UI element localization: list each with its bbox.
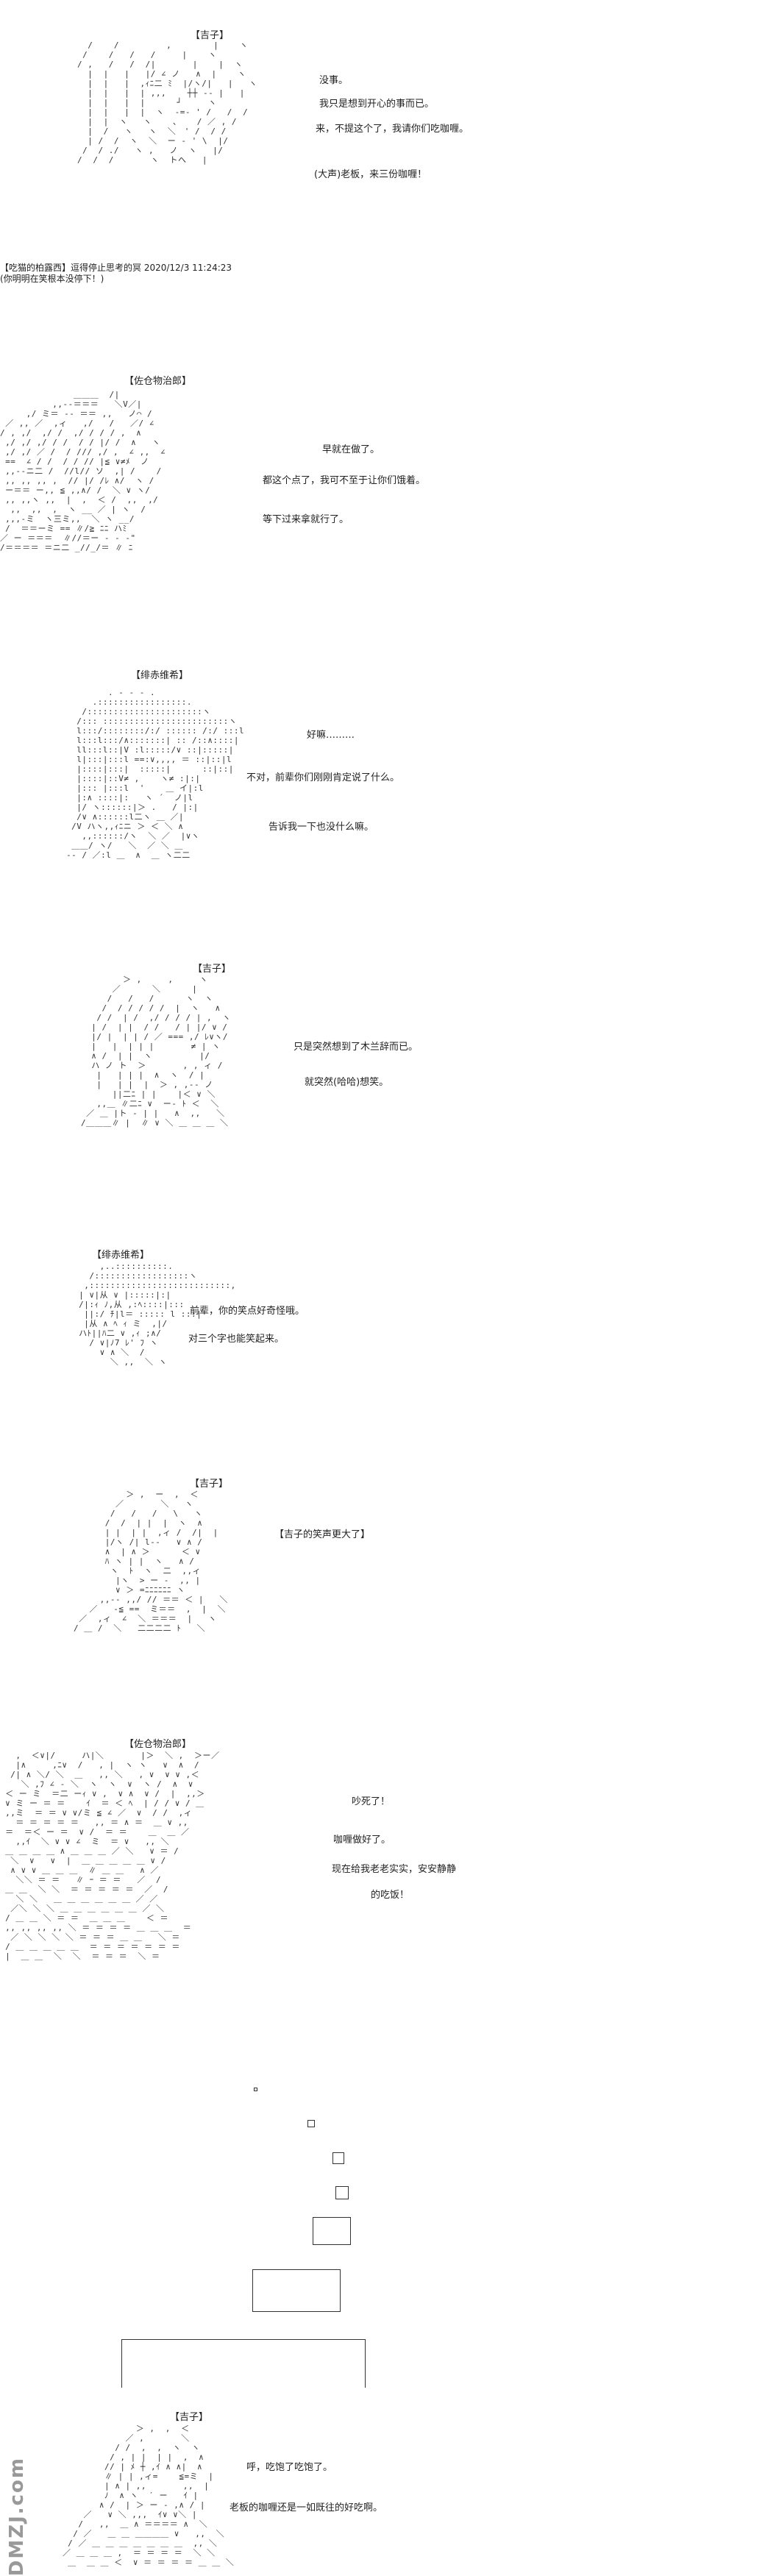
dialogue-line: 吵死了！	[352, 1796, 391, 1807]
dialogue-line: 来，不提这个了，我请你们吃咖喱。	[316, 124, 469, 135]
dialogue-line: 咖喱做好了。	[333, 1835, 391, 1846]
speaker-label: 【佐仓物治郎】	[124, 1739, 192, 1750]
dialogue-line: 就突然(哈哈)想笑。	[305, 1077, 389, 1088]
ascii-art-sakura-angry: , ＜∨|/ ハ|＼ |＞ ＼ , ＞ー／ |∧ ,ﾆ∨ / , | ヽ ヽ ∨…	[5, 1751, 220, 1961]
dialogue-line: 早就在做了。	[322, 444, 380, 455]
dialogue-line: 只是突然想到了木兰辞而已。	[294, 1042, 419, 1053]
dialogue-line: 对三个字也能笑起来。	[188, 1334, 285, 1345]
dialogue-line: 老板的咖喱还是一如既往的好吃啊。	[230, 2502, 383, 2513]
speaker-label: 【佐仓物治郎】	[124, 376, 192, 387]
dialogue-line: 现在给我老老实实，安安静静	[332, 1864, 457, 1875]
dialogue-line: 不对，前辈你们刚刚肯定说了什么。	[246, 772, 400, 783]
dialogue-line: 我只是想到开心的事而已。	[319, 99, 435, 110]
dialogue-line: 都这个点了，我可不至于让你们饿着。	[263, 475, 426, 486]
reader-comment: 【吃猫的柏露西】逗得停止思考的冥 2020/12/3 11:24:23	[0, 263, 232, 273]
ascii-art-yoshiko-laugh: ＞ , , ヽ ／ ＼ | / / / ヽ ヽ / / / / / / | ヽ …	[81, 975, 231, 1128]
ascii-art-yoshiko-big-laugh: ＞ , ー , ＜ ／ ＼ ヽ / / / \ ヽ / / | | | ヽ ∧ …	[74, 1490, 228, 1633]
transition-box	[254, 2088, 257, 2091]
watermark-logo: DMZJ.com	[6, 2457, 28, 2576]
dialogue-line: 告诉我一下也没什么嘛。	[268, 822, 374, 833]
dialogue-line: 的吃饭！	[371, 1890, 410, 1901]
dialogue-line: 前辈，你的笑点好奇怪哦。	[190, 1306, 305, 1317]
dialogue-line: 没事。	[319, 75, 349, 86]
transition-box-open	[121, 2339, 366, 2388]
ascii-art-hiaka: . - ‐ - . .:::::::::::::::::. /:::::::::…	[66, 688, 245, 860]
speaker-label: 【吉子】	[170, 2412, 209, 2423]
dialogue-line: 呼，吃饱了吃饱了。	[246, 2462, 333, 2473]
reader-comment: (你明明在笑根本没停下！)	[0, 274, 104, 284]
transition-box	[313, 2217, 351, 2245]
dialogue-line: (大声)老板，来三份咖喱！	[314, 169, 427, 180]
dialogue-line: 等下过来拿就行了。	[263, 514, 349, 525]
transition-box	[332, 2152, 344, 2164]
dialogue-line: 好嘛………	[307, 730, 355, 741]
speaker-label: 【吉子】	[190, 1479, 229, 1490]
ascii-art-sakura: ＿＿＿ /| ,,--＝＝＝ ＼V／| ,/ ミ＝ -- ＝＝ ,, ノ⌒ / …	[0, 390, 166, 552]
ascii-art-hiaka-small: ,..::::::::::. /::::::::::::::::::ヽ ,:::…	[79, 1262, 236, 1367]
ascii-art-yoshiko: / / , | ヽ / / / / | ヽ / , / / /| | | ヽ |…	[77, 40, 257, 165]
transition-box	[335, 2186, 349, 2199]
dialogue-line: 【吉子的笑声更大了】	[274, 1529, 371, 1540]
speaker-label: 【绯赤维希】	[92, 1250, 150, 1261]
transition-box	[252, 2269, 341, 2312]
transition-box	[307, 2120, 315, 2127]
speaker-label: 【吉子】	[191, 30, 230, 41]
ascii-art-yoshiko-full: ＞ , , ＜ ／ , ＼ / / , , ヽ ヽ / , | | | | , …	[63, 2424, 235, 2567]
speaker-label: 【绯赤维希】	[131, 670, 189, 681]
speaker-label: 【吉子】	[193, 964, 232, 975]
